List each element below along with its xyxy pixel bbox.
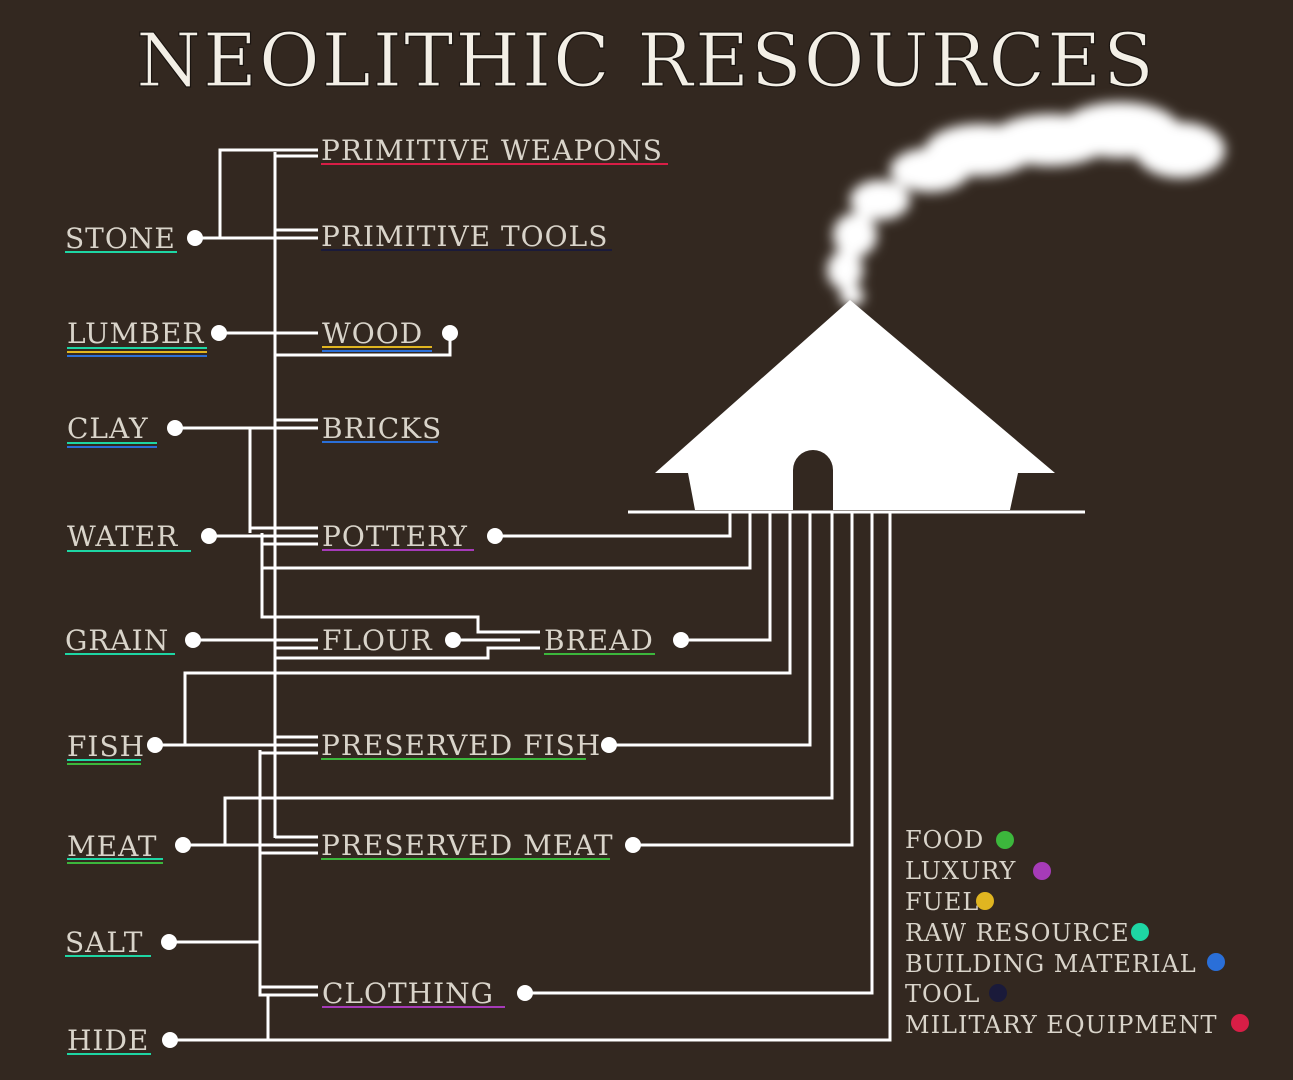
node-bricks-label: BRICKS bbox=[322, 412, 442, 445]
legend-item-tool: TOOL bbox=[905, 980, 1007, 1008]
node-pottery-label: POTTERY bbox=[322, 520, 468, 553]
node-stone: STONE bbox=[65, 222, 203, 255]
node-hide: HIDE bbox=[67, 1024, 178, 1057]
legend-item-fuel: FUEL bbox=[905, 888, 994, 916]
node-water: WATER bbox=[67, 520, 217, 553]
node-clay-label: CLAY bbox=[67, 412, 149, 445]
node-preserved-fish-label: PRESERVED FISH bbox=[321, 729, 601, 762]
legend-swatch bbox=[976, 892, 994, 910]
node-fish-label: FISH bbox=[67, 730, 145, 763]
node-stone-label: STONE bbox=[65, 222, 176, 255]
legend-swatch bbox=[1131, 923, 1149, 941]
node-primitive-weapons: PRIMITIVE WEAPONS bbox=[321, 134, 668, 167]
node-primitive-tools-label: PRIMITIVE TOOLS bbox=[321, 220, 608, 253]
node-preserved-fish: PRESERVED FISH bbox=[321, 729, 617, 762]
legend-swatch bbox=[996, 831, 1014, 849]
legend-item-label: TOOL bbox=[905, 980, 980, 1008]
legend-item-food: FOOD bbox=[905, 826, 1014, 854]
smoke-icon bbox=[827, 102, 1225, 306]
node-salt-label: SALT bbox=[65, 926, 143, 959]
node-pottery: POTTERY bbox=[322, 520, 503, 553]
legend-swatch bbox=[989, 984, 1007, 1002]
node-water-label: WATER bbox=[67, 520, 178, 553]
product-nodes: PRIMITIVE WEAPONS PRIMITIVE TOOLS WOOD B… bbox=[321, 134, 689, 1010]
legend-item-label: FUEL bbox=[905, 888, 979, 916]
node-fish: FISH bbox=[67, 730, 163, 765]
legend-item-label: BUILDING MATERIAL bbox=[905, 950, 1197, 978]
legend-item-military-equipment: MILITARY EQUIPMENT bbox=[905, 1011, 1249, 1039]
node-clay: CLAY bbox=[67, 412, 183, 448]
legend-item-raw-resource: RAW RESOURCE bbox=[905, 919, 1149, 947]
node-flour: FLOUR bbox=[322, 624, 461, 657]
connector-lines bbox=[160, 148, 892, 1042]
legend-swatch bbox=[1207, 953, 1225, 971]
node-lumber: LUMBER bbox=[67, 317, 227, 357]
legend-swatch bbox=[1231, 1014, 1249, 1032]
node-hide-label: HIDE bbox=[67, 1024, 149, 1057]
legend-item-label: FOOD bbox=[905, 826, 984, 854]
node-meat: MEAT bbox=[67, 830, 191, 864]
source-nodes: STONE LUMBER CLAY WATER GRAIN bbox=[65, 222, 227, 1057]
legend-item-label: LUXURY bbox=[905, 857, 1016, 885]
node-lumber-label: LUMBER bbox=[67, 317, 204, 350]
legend-item-building-material: BUILDING MATERIAL bbox=[905, 950, 1225, 978]
hut-icon bbox=[628, 300, 1085, 514]
legend-item-label: RAW RESOURCE bbox=[905, 919, 1130, 947]
legend-item-label: MILITARY EQUIPMENT bbox=[905, 1011, 1217, 1039]
node-bread: BREAD bbox=[544, 624, 689, 657]
node-wood: WOOD bbox=[322, 317, 458, 352]
node-flour-label: FLOUR bbox=[322, 624, 433, 657]
legend-item-luxury: LUXURY bbox=[905, 857, 1051, 885]
diagram-title: NEOLITHIC RESOURCES bbox=[136, 18, 1156, 104]
node-grain-label: GRAIN bbox=[65, 624, 169, 657]
node-primitive-weapons-label: PRIMITIVE WEAPONS bbox=[321, 134, 663, 167]
node-salt: SALT bbox=[65, 926, 177, 959]
legend-swatch bbox=[1033, 862, 1051, 880]
node-bread-label: BREAD bbox=[544, 624, 654, 657]
node-grain: GRAIN bbox=[65, 624, 201, 657]
node-wood-label: WOOD bbox=[322, 317, 423, 350]
node-clothing-label: CLOTHING bbox=[322, 977, 494, 1010]
node-bricks: BRICKS bbox=[322, 412, 442, 445]
node-clothing: CLOTHING bbox=[322, 977, 533, 1010]
node-meat-label: MEAT bbox=[67, 830, 157, 863]
legend: FOOD LUXURY FUEL RAW RESOURCE BUILDING M… bbox=[905, 826, 1249, 1039]
node-preserved-meat: PRESERVED MEAT bbox=[321, 829, 641, 862]
node-primitive-tools: PRIMITIVE TOOLS bbox=[321, 220, 612, 253]
node-preserved-meat-label: PRESERVED MEAT bbox=[321, 829, 614, 862]
